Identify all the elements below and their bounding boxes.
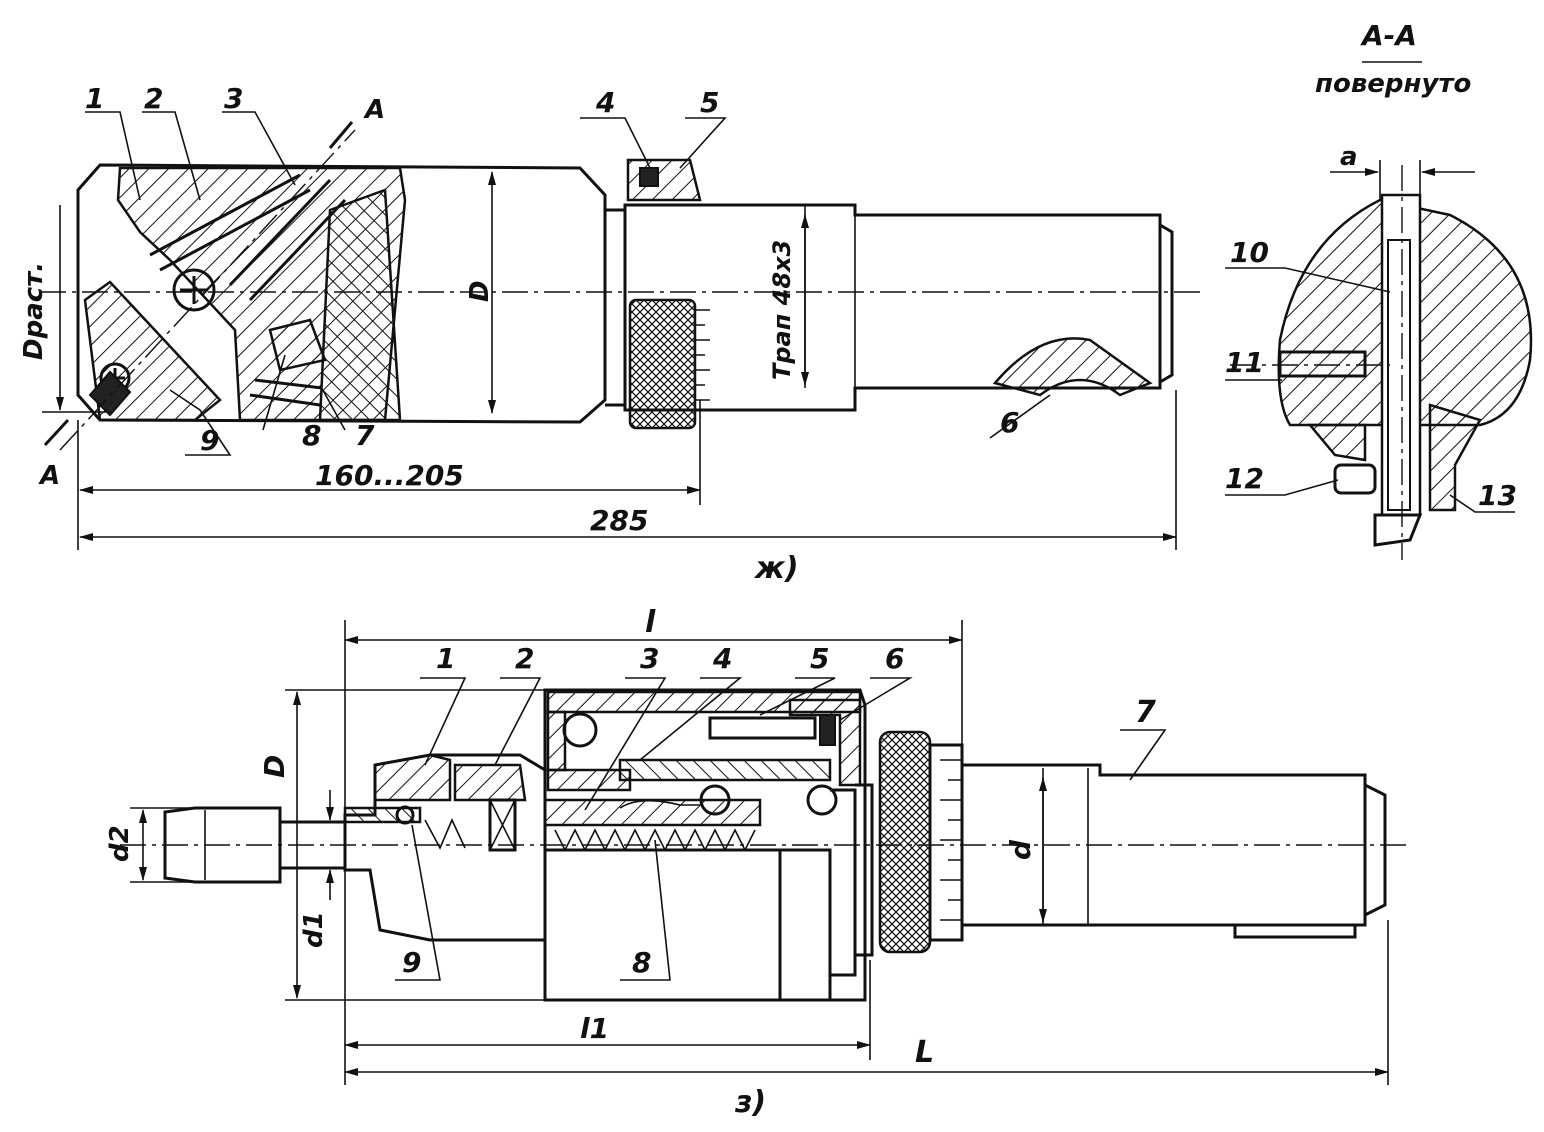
callout-13: 13 (1478, 479, 1517, 512)
section-mark-bottom: A (38, 461, 60, 491)
dim-d2: d2 (105, 825, 135, 862)
adjust-screw (172, 268, 216, 312)
shank-z (960, 763, 1367, 927)
spring (554, 828, 756, 852)
callout-z-9: 9 (402, 946, 421, 979)
callout-z-6: 6 (885, 642, 904, 675)
callout-z-5: 5 (810, 642, 829, 675)
cutting-insert (88, 370, 132, 417)
callout-zh-5: 5 (700, 86, 719, 119)
callout-z-8: 8 (632, 946, 651, 979)
dim-total: 285 (590, 504, 648, 537)
dim-range: 160...205 (315, 459, 464, 492)
section-mark-top: A (363, 95, 385, 125)
boring-head-body (76, 163, 627, 424)
dim-D-z: D (258, 755, 291, 778)
shank (623, 158, 1174, 430)
dim-l1: l1 (580, 1012, 609, 1045)
adjust-dial (878, 730, 932, 954)
section-aa-subtitle: повернуто (1315, 69, 1471, 99)
callout-10: 10 (1230, 236, 1269, 269)
callout-zh-6: 6 (1000, 406, 1019, 439)
callout-zh-3: 3 (224, 82, 243, 115)
dim-d1: d1 (299, 911, 329, 948)
callout-zh-9: 9 (200, 424, 219, 457)
callout-z-4: 4 (712, 642, 732, 675)
callout-11: 11 (1225, 346, 1264, 379)
callout-12: 12 (1225, 462, 1264, 495)
callout-z-1: 1 (436, 642, 455, 675)
dim-L: L (915, 1035, 934, 1070)
caption-z: з) (734, 1085, 766, 1120)
dim-d-zh: D (465, 280, 495, 302)
view-z: 1 2 3 4 5 6 7 8 9 l l1 L D d d1 d2 з) (105, 605, 1410, 1120)
spindle (543, 798, 762, 827)
callout-zh-1: 1 (85, 82, 104, 115)
callout-z-3: 3 (640, 642, 659, 675)
callout-zh-7: 7 (355, 419, 375, 452)
dim-d-rast: Dраст. (19, 262, 49, 360)
view-zh: 1 2 3 4 5 6 7 8 9 A A Dраст. D Tрап 48x3… (19, 82, 1200, 586)
dim-a: a (1340, 142, 1358, 172)
dim-l: l (645, 605, 656, 640)
callout-z-2: 2 (515, 642, 534, 675)
caption-zh: ж) (753, 551, 799, 586)
lock-nut (626, 158, 702, 202)
callout-zh-4: 4 (595, 86, 615, 119)
callout-z-7: 7 (1135, 695, 1156, 730)
knurled-dial (628, 298, 697, 430)
callout-zh-2: 2 (144, 82, 163, 115)
callout-zh-8: 8 (302, 419, 321, 452)
dim-d-z: d (1004, 839, 1037, 860)
dim-trap: Tрап 48x3 (768, 240, 796, 380)
section-aa-title: A-A (1360, 19, 1417, 52)
section-aa: A-A повернуто a 10 11 12 13 (1225, 19, 1533, 560)
